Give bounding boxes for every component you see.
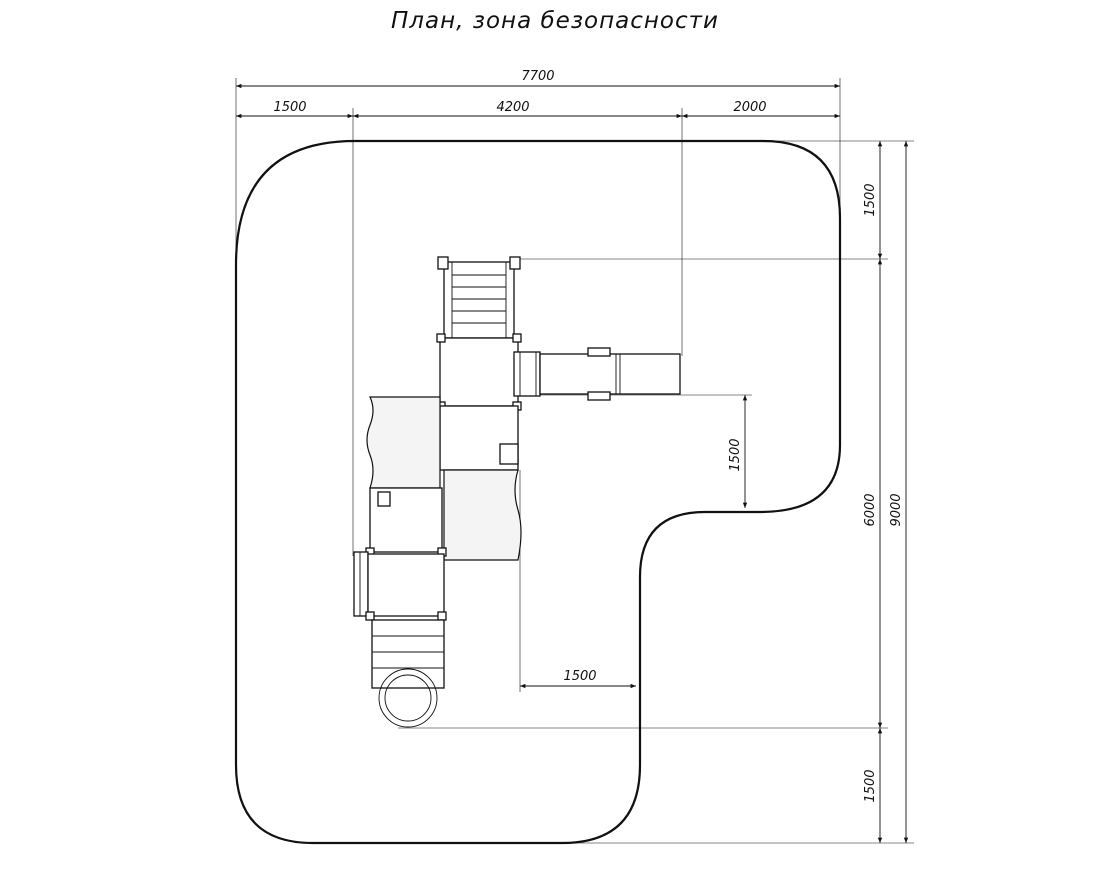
dim-equipment-width: 4200: [496, 100, 529, 115]
dim-right-offset: 2000: [733, 100, 766, 115]
drawing-title: План, зона безопасности: [390, 8, 719, 34]
horizontal-dimensions: [236, 83, 840, 689]
dim-left-offset: 1500: [273, 100, 306, 115]
extension-lines: [235, 78, 914, 844]
dim-overall-length: 9000: [889, 493, 904, 526]
dim-bottom-offset: 1500: [863, 769, 878, 802]
right-roof-panel: [443, 469, 522, 561]
dim-top-offset: 1500: [863, 183, 878, 216]
dim-notch-horizontal: 1500: [563, 669, 596, 684]
dim-overall-width: 7700: [521, 69, 554, 84]
vertical-dimensions: [742, 141, 909, 843]
dim-notch-vertical: 1500: [728, 438, 743, 471]
hoop-climber: [371, 619, 445, 728]
safety-zone-outline: [234, 139, 842, 845]
right-slide: [513, 347, 681, 401]
central-tower: [436, 333, 522, 471]
top-ladder: [437, 256, 521, 339]
dim-equipment-length: 6000: [863, 493, 878, 526]
side-climber: [353, 551, 447, 621]
left-roof-panel: [366, 396, 441, 489]
lower-platform: [365, 487, 447, 557]
